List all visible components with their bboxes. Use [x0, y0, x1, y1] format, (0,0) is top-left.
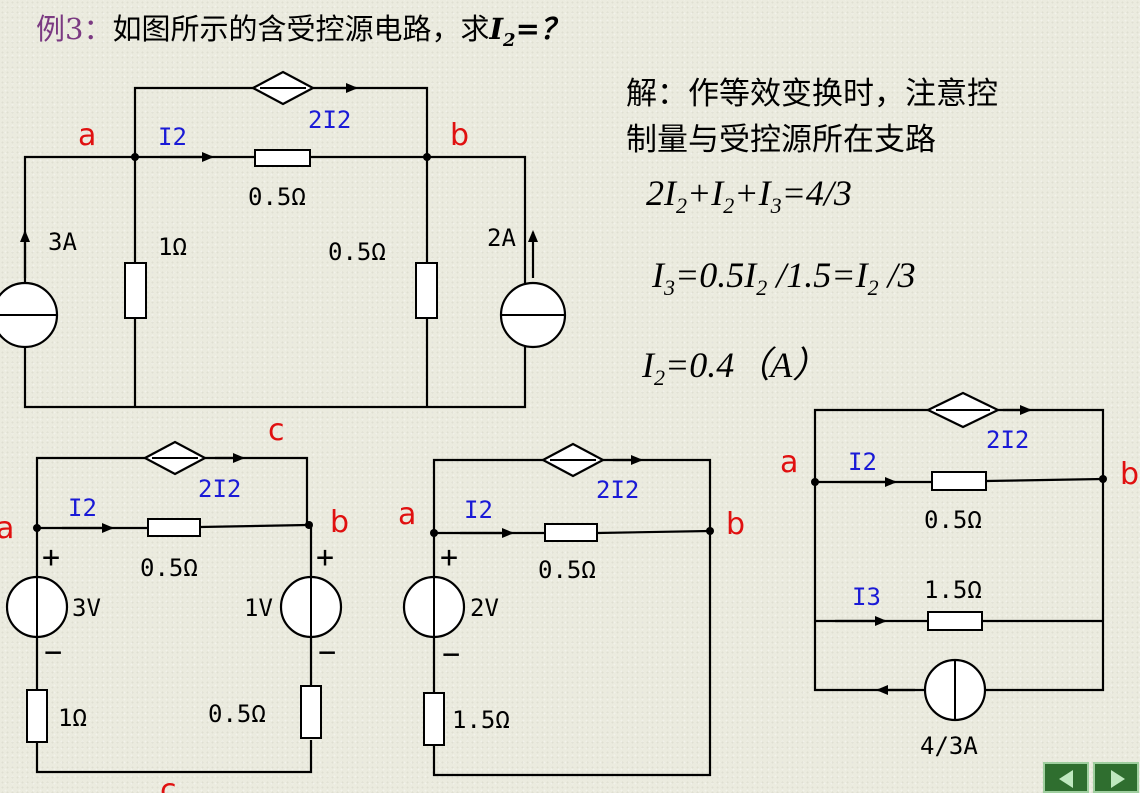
source-2a-label: 2A: [487, 224, 516, 252]
source-3a-label: 3A: [48, 228, 77, 256]
current-i2-label: I2: [68, 494, 97, 522]
next-slide-button[interactable]: [1093, 762, 1139, 793]
resistor-05ohm: [300, 685, 322, 739]
current-i2-label: I2: [848, 448, 877, 476]
resistor-mid-value: 1.5Ω: [924, 576, 982, 604]
resistor-05ohm-value: 0.5Ω: [208, 700, 266, 728]
circuit-equivalent: a b I2 I3 2I2 0.5Ω 1.5Ω 4/3A: [780, 391, 1139, 760]
triangle-left-icon: [1059, 770, 1073, 788]
circuit-combined-source: a b I2 2I2 0.5Ω 2V 1.5Ω + −: [398, 442, 745, 777]
plus-sign: +: [440, 540, 458, 575]
minus-sign: −: [442, 637, 460, 672]
node-a-label: a: [780, 445, 798, 480]
node-b-label: b: [1120, 457, 1139, 492]
current-i2-label: I2: [158, 123, 187, 151]
resistor-1ohm-value: 1Ω: [58, 704, 87, 732]
dependent-source-label: 2I2: [308, 106, 351, 134]
resistor-ab: [147, 518, 201, 537]
node-a-label: a: [398, 497, 416, 532]
triangle-right-icon: [1111, 770, 1125, 788]
node-b-label: b: [450, 118, 469, 153]
node-c-label: c: [268, 413, 285, 448]
current-i2-label: I2: [464, 496, 493, 524]
equation-2: I3=0.5I2 /1.5=I2 /3: [652, 255, 916, 301]
source-1v-label: 1V: [244, 594, 273, 622]
source-2v-label: 2V: [470, 594, 499, 622]
resistor-ab-value: 0.5Ω: [140, 554, 198, 582]
resistor-top-value: 0.5Ω: [924, 506, 982, 534]
source-3v-label: 3V: [72, 594, 101, 622]
solution-line-1: 解：作等效变换时，注意控: [626, 76, 998, 112]
plus-sign-left: +: [42, 540, 60, 575]
resistor-left-value: 1Ω: [158, 233, 187, 261]
main-circuit: a b c I2 2I2 0.5Ω 1Ω 0.5Ω 3A 2A: [0, 70, 567, 448]
resistor-15ohm: [423, 692, 445, 746]
resistor-ab: [254, 149, 311, 167]
node-c-label: c: [160, 773, 177, 793]
resistor-left: [124, 262, 147, 319]
node-b-label: b: [726, 507, 745, 542]
source-4-3a-label: 4/3A: [920, 732, 978, 760]
problem-text: 如图所示的含受控源电路，求: [112, 12, 490, 46]
resistor-15ohm-value: 1.5Ω: [452, 706, 510, 734]
dependent-source-label: 2I2: [596, 476, 639, 504]
slide-navigation: [1043, 762, 1140, 793]
resistor-1ohm: [26, 689, 48, 743]
minus-sign-left: −: [44, 635, 62, 670]
minus-sign-right: −: [318, 635, 336, 670]
dependent-source-label: 2I2: [986, 426, 1029, 454]
resistor-mid: [927, 611, 983, 631]
dependent-source-label: 2I2: [198, 475, 241, 503]
plus-sign-right: +: [316, 540, 334, 575]
resistor-ab-value: 0.5Ω: [538, 556, 596, 584]
target-variable: I2=？: [489, 12, 569, 51]
node-a-label: a: [0, 511, 14, 546]
solution-line-2: 制量与受控源所在支路: [626, 122, 936, 158]
resistor-ab: [544, 523, 598, 542]
node-a-label: a: [78, 118, 96, 153]
previous-slide-button[interactable]: [1043, 762, 1089, 793]
equation-3: I2=0.4（A）: [642, 345, 829, 391]
problem-title: 例3：如图所示的含受控源电路，求I2=？: [36, 6, 569, 51]
resistor-top: [931, 471, 987, 491]
example-label: 例3：: [36, 12, 113, 46]
current-i3-label: I3: [852, 583, 881, 611]
equation-1: 2I2+I2+I3=4/3: [646, 173, 852, 219]
resistor-ab-value: 0.5Ω: [248, 183, 306, 211]
node-b-label: b: [330, 505, 349, 540]
circuit-voltage-sources: a b c I2 2I2 0.5Ω 3V 1V 1Ω 0.5Ω + + − −: [0, 440, 349, 793]
resistor-right: [415, 262, 438, 319]
resistor-right-value: 0.5Ω: [328, 238, 386, 266]
